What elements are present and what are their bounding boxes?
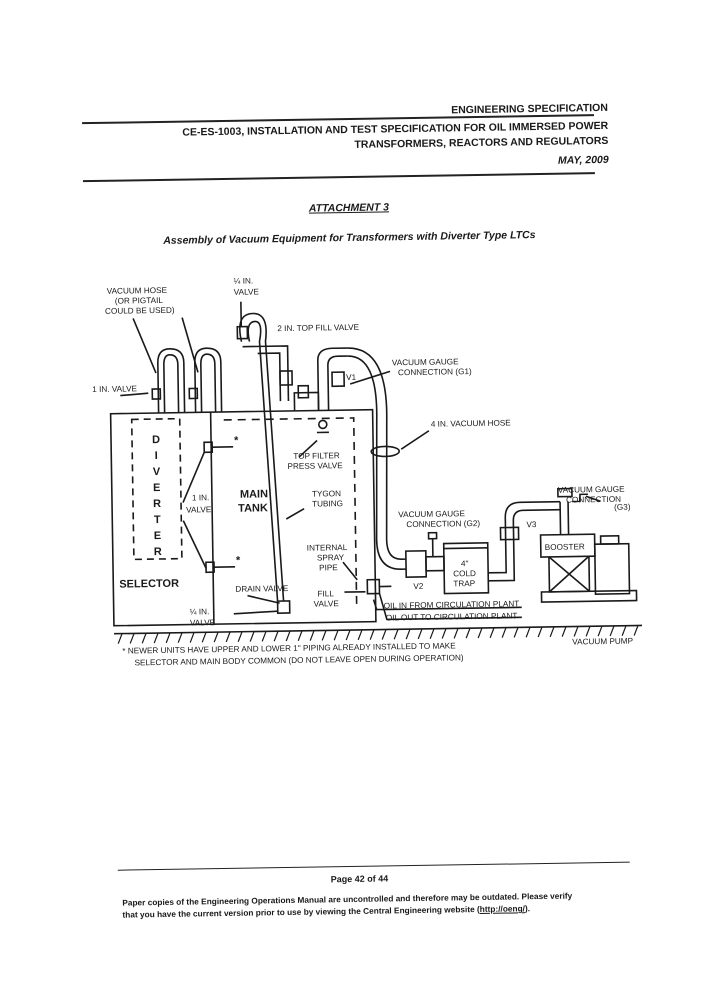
label-cold-trap-2: COLD: [453, 569, 476, 578]
top-filter-valve: [319, 420, 327, 428]
label-vacuum-hose-3: COULD BE USED): [105, 306, 175, 316]
label-v2: V2: [413, 582, 424, 591]
label-selector: SELECTOR: [119, 578, 179, 591]
equipment-skid: [541, 591, 636, 602]
fill-valve: [367, 580, 379, 594]
website-link[interactable]: http://oeng/: [480, 903, 525, 914]
label-main-tank-1: MAIN: [240, 488, 268, 500]
asterisk-lower: *: [236, 555, 241, 567]
label-gauge-g2-2: CONNECTION (G2): [406, 519, 480, 529]
label-fill-valve-2: VALVE: [314, 599, 340, 608]
label-oil-out: OIL OUT TO CIRCULATION PLANT: [386, 611, 518, 622]
label-gauge-g3-3: (G3): [614, 503, 631, 512]
tygon-tube: [240, 313, 284, 602]
label-quarter-valve-bot-2: VALVE: [190, 618, 216, 627]
label-cold-trap-1: 4": [461, 559, 469, 568]
vacuum-pump: [595, 544, 630, 595]
label-vacuum-hose-1: VACUUM HOSE: [107, 286, 168, 296]
hose-loop-2: [195, 348, 222, 412]
v3-pipe: [487, 502, 561, 573]
label-fill-valve-1: FILL: [317, 589, 334, 598]
diverter-letter: R: [153, 498, 161, 510]
label-gauge-g1-2: CONNECTION (G1): [398, 367, 472, 377]
label-top-filter-2: PRESS VALVE: [287, 461, 343, 471]
label-main-tank-2: TANK: [238, 502, 268, 514]
label-gauge-g3-1: VACUUM GAUGE: [558, 485, 625, 495]
label-tygon-2: TUBING: [312, 499, 343, 508]
label-top-filter-1: TOP FILTER: [293, 451, 340, 461]
v1-valve: [332, 372, 344, 386]
label-vacuum-pump: VACUUM PUMP: [572, 637, 633, 647]
diverter-letter: D: [152, 434, 160, 446]
label-top-fill-valve: 2 IN. TOP FILL VALVE: [277, 323, 359, 333]
diverter-letter: V: [153, 466, 161, 478]
label-one-in-valve-mid-1: 1 IN.: [192, 493, 209, 502]
label-v3: V3: [526, 520, 537, 529]
label-gauge-g2-1: VACUUM GAUGE: [398, 509, 465, 519]
label-quarter-valve-top-1: ¼ IN.: [233, 276, 253, 285]
label-gauge-g3-2: CONNECTION: [566, 495, 621, 505]
label-one-in-valve-mid-2: VALVE: [186, 505, 212, 514]
label-tygon-1: TYGON: [312, 489, 341, 498]
diverter-letter: I: [155, 450, 158, 462]
label-internal-spray-3: PIPE: [319, 563, 338, 572]
footer-line-2-end: ).: [525, 903, 530, 913]
label-booster: BOOSTER: [545, 542, 585, 552]
asterisk-upper: *: [234, 435, 239, 447]
label-drain-valve: DRAIN VALVE: [235, 584, 289, 594]
label-four-in-hose: 4 IN. VACUUM HOSE: [431, 418, 512, 428]
label-v1: V1: [346, 373, 357, 382]
label-quarter-valve-top-2: VALVE: [234, 287, 260, 296]
diverter-letter: T: [154, 514, 161, 526]
note-line-2: SELECTOR AND MAIN BODY COMMON (DO NOT LE…: [134, 653, 463, 667]
v2-valve: [406, 551, 426, 577]
label-oil-in: OIL IN FROM CIRCULATION PLANT: [384, 599, 520, 610]
hose-ring: [371, 446, 399, 456]
label-cold-trap-3: TRAP: [453, 579, 476, 588]
diverter-letter: R: [154, 546, 162, 558]
gauge-g2: [429, 533, 437, 539]
diverter-letter: E: [154, 530, 162, 542]
label-internal-spray-2: SPRAY: [317, 553, 345, 562]
top-fill-pipe: [243, 346, 289, 402]
label-one-in-valve-left: 1 IN. VALVE: [92, 384, 137, 394]
quarter-valve-top: [237, 327, 247, 339]
label-vacuum-hose-2: (OR PIGTAIL: [115, 296, 164, 306]
diverter-letter: E: [153, 482, 161, 494]
hose-loop-1: [158, 349, 185, 413]
label-quarter-valve-bot-1: ¼ IN.: [190, 607, 210, 616]
label-internal-spray-1: INTERNAL: [307, 543, 348, 553]
label-gauge-g1-1: VACUUM GAUGE: [392, 357, 459, 367]
